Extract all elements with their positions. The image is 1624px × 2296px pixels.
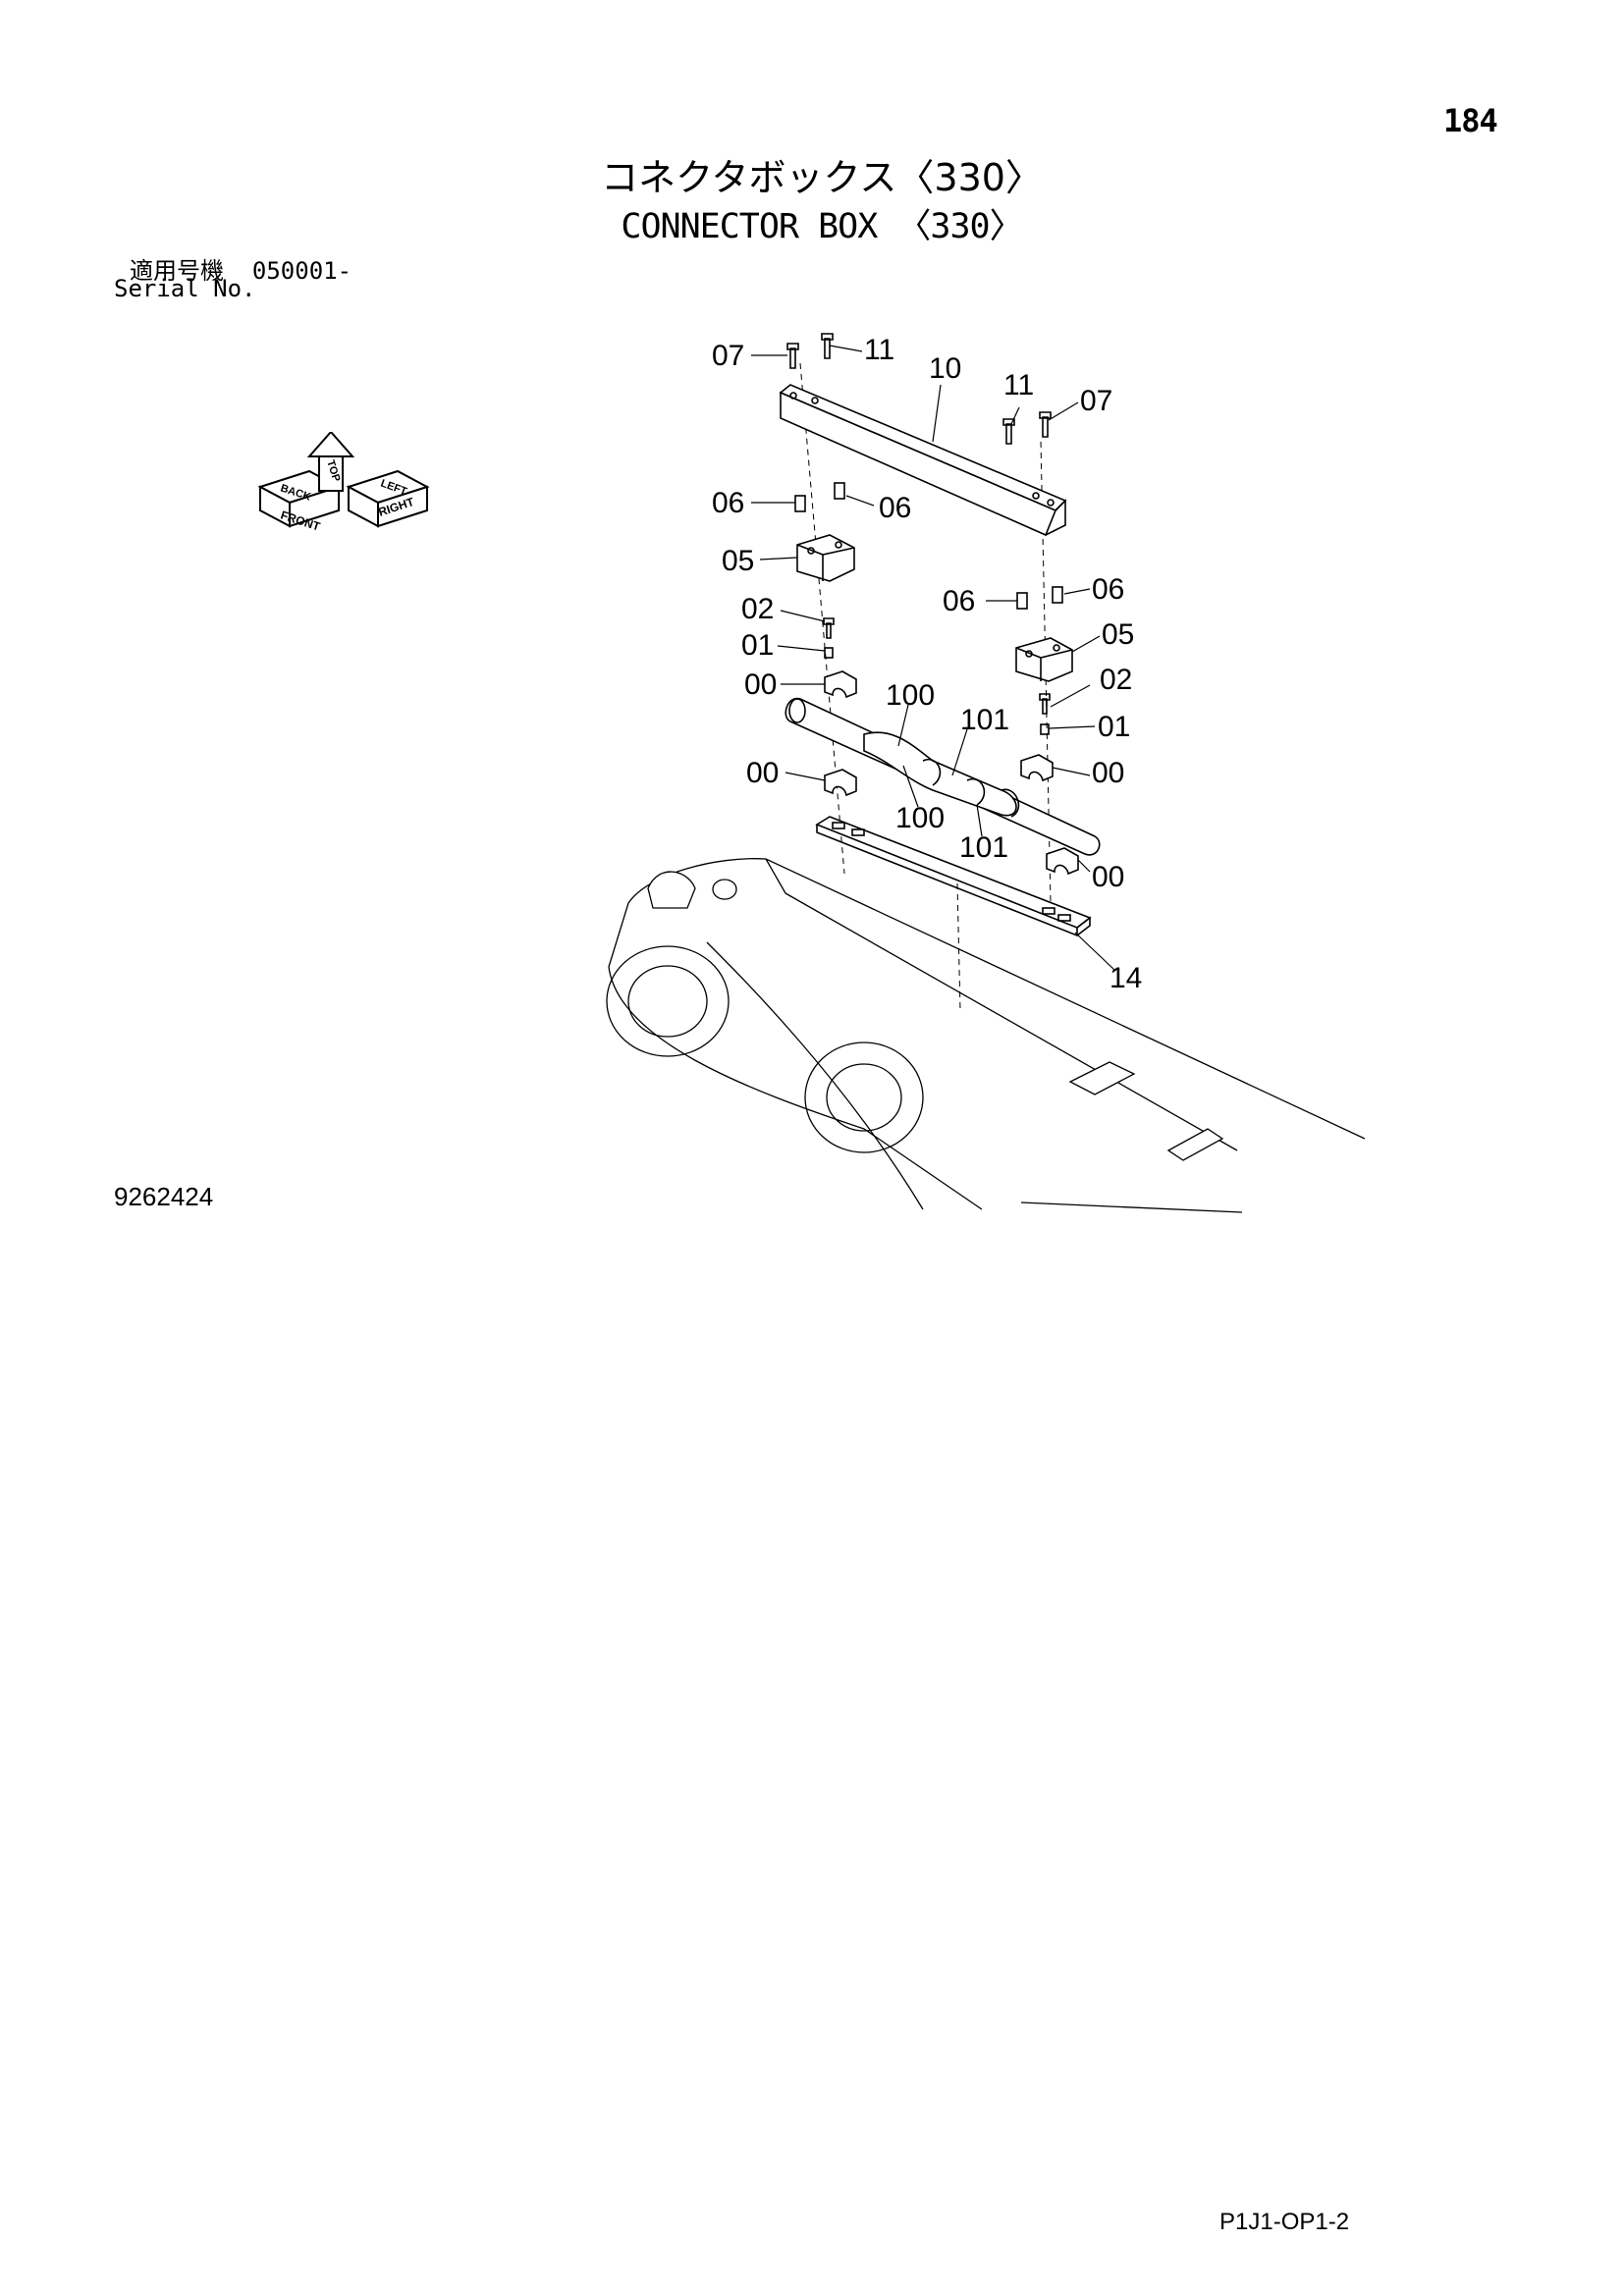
- bolts-02-washers-01: [823, 617, 1051, 735]
- callout-101-b: 101: [959, 831, 1008, 864]
- callout-05-right: 05: [1102, 618, 1134, 651]
- callout-06-d: 06: [1092, 573, 1124, 606]
- callout-07-right: 07: [1080, 385, 1112, 417]
- callout-11-left: 11: [864, 334, 894, 366]
- boom-outline: [606, 858, 1366, 1213]
- callout-labels: 07 11 10 11 07 06 06 05 06 06 02 05 01 0…: [712, 334, 1142, 994]
- callout-100-a: 100: [886, 679, 935, 712]
- serial-number-label: Serial No.: [114, 275, 256, 302]
- callout-06-c: 06: [943, 585, 975, 617]
- orientation-indicator: FRONT BACK TOP LEFT RIGHT: [257, 432, 430, 534]
- callout-07-left: 07: [712, 340, 744, 372]
- callout-100-b: 100: [895, 802, 945, 834]
- clamp-05-left: [796, 534, 855, 582]
- serial-label-jp: 適用号機: [130, 257, 224, 285]
- serial-applicable-label: 適用号機 050001-: [130, 251, 352, 286]
- connector-box-exploded-diagram: 07 11 10 11 07 06 06 05 06 06 02 05 01 0…: [606, 333, 1366, 1213]
- document-code: P1J1-OP1-2: [1219, 2209, 1350, 2235]
- serial-range: 050001-: [251, 257, 352, 285]
- callout-101-a: 101: [960, 704, 1009, 736]
- figure-number: 9262424: [114, 1182, 214, 1211]
- callout-leaders: [751, 345, 1115, 971]
- callout-06-a: 06: [712, 487, 744, 519]
- harness-connectors-100-101: [785, 697, 1101, 856]
- page-number: 184: [1443, 102, 1498, 139]
- callout-02-right: 02: [1100, 664, 1132, 696]
- callout-14: 14: [1110, 962, 1142, 994]
- callout-00-a: 00: [744, 668, 777, 701]
- callout-11-right: 11: [1003, 369, 1034, 401]
- callout-01-right: 01: [1098, 711, 1130, 743]
- clamp-05-right: [1015, 637, 1073, 682]
- bottom-plate-14: [815, 816, 1092, 937]
- top-bracket-10: [779, 384, 1067, 537]
- page-title-japanese: コネクタボックス〈330〉: [601, 156, 1043, 199]
- callout-00-c: 00: [1092, 757, 1124, 789]
- callout-10: 10: [929, 352, 961, 385]
- callout-05-left: 05: [722, 545, 754, 577]
- callout-00-b: 00: [746, 757, 779, 789]
- callout-00-d: 00: [1092, 861, 1124, 893]
- clamps-00: [824, 670, 1079, 876]
- callout-02-left: 02: [741, 593, 774, 625]
- bolts-top: [786, 333, 1052, 445]
- page-title-english: CONNECTOR BOX 〈330〉: [621, 207, 1023, 246]
- callout-01-left: 01: [741, 629, 774, 662]
- callout-06-b: 06: [879, 492, 911, 524]
